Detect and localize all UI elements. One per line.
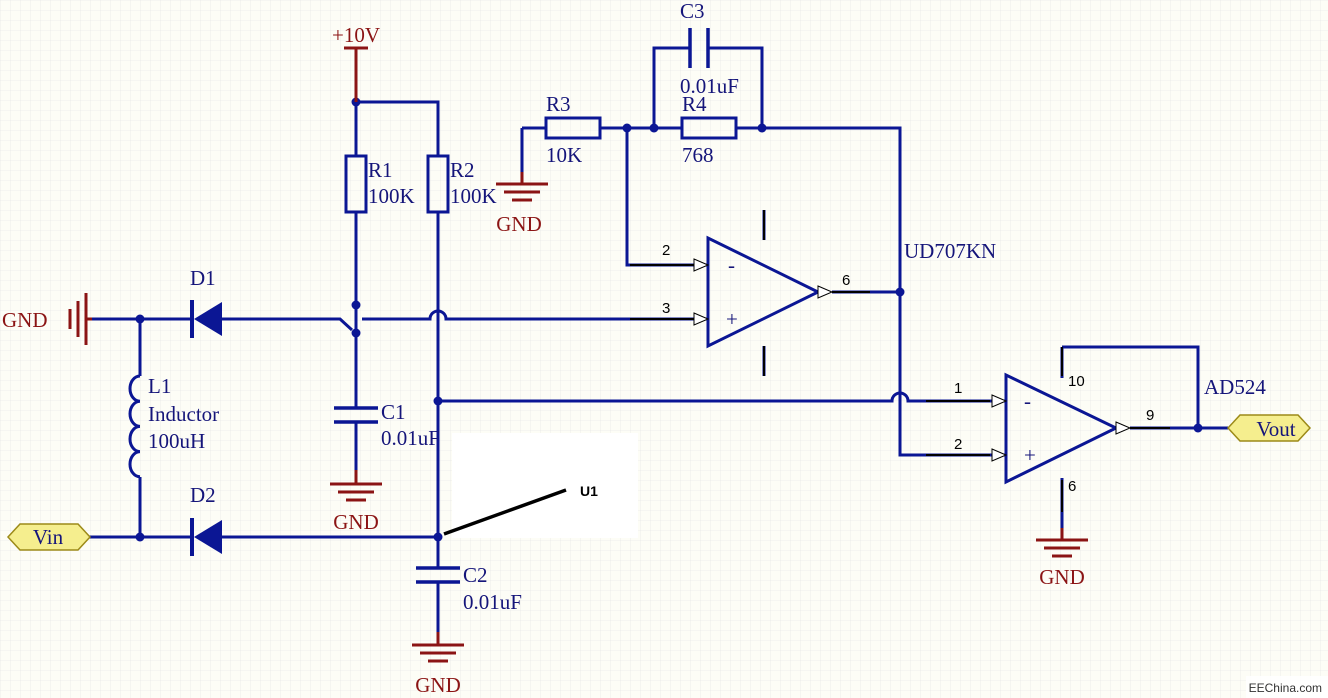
opamp1-pin-noninv: 3 xyxy=(662,300,670,317)
l1-type: Inductor xyxy=(148,402,219,426)
gnd-symbol-left xyxy=(68,293,92,345)
gnd-label-c2: GND xyxy=(415,673,461,697)
junction xyxy=(433,532,443,542)
capacitor-c3 xyxy=(688,28,710,68)
junction xyxy=(433,396,443,406)
r1-value: 100K xyxy=(368,184,415,208)
wire-opamp2-fb xyxy=(1062,345,1200,428)
junctions xyxy=(135,97,1203,542)
d2-ref: D2 xyxy=(190,483,216,507)
opamp2-pin-inv: 1 xyxy=(954,380,962,397)
inductor-l1 xyxy=(128,374,141,479)
vin-label: Vin xyxy=(33,525,64,549)
opamp2-pin-bottom: 6 xyxy=(1068,478,1076,495)
opamp2-plus-sign: + xyxy=(1024,443,1036,467)
r4-value: 768 xyxy=(682,143,714,167)
port-vin: Vin xyxy=(6,523,92,551)
junction xyxy=(351,328,361,338)
c1-ref: C1 xyxy=(381,400,406,424)
r1-ref: R1 xyxy=(368,158,393,182)
junction xyxy=(135,532,145,542)
opamp1-minus-sign: - xyxy=(728,253,735,277)
gnd-label-ad524: GND xyxy=(1039,565,1085,589)
pin-stubs xyxy=(630,210,1170,512)
junction xyxy=(1193,423,1203,433)
resistor-r3 xyxy=(544,116,602,140)
diode-d2 xyxy=(190,518,222,556)
wire-c3-right xyxy=(708,46,764,128)
c1-value: 0.01uF xyxy=(381,426,440,450)
d1-ref: D1 xyxy=(190,266,216,290)
c2-ref: C2 xyxy=(463,563,488,587)
gnd-label-left: GND xyxy=(2,308,48,332)
r2-value: 100K xyxy=(450,184,497,208)
gnd-label-r3: GND xyxy=(496,212,542,236)
capacitor-c1 xyxy=(334,406,378,424)
u1-ref: U1 xyxy=(580,483,598,499)
c3-ref: C3 xyxy=(680,0,705,23)
resistor-r1 xyxy=(344,154,368,214)
vout-label: Vout xyxy=(1256,417,1295,441)
opamp-ud707kn xyxy=(693,235,834,349)
u1-line xyxy=(443,488,567,536)
wire-d1-junction xyxy=(222,317,354,332)
c2-value: 0.01uF xyxy=(463,590,522,614)
diode-d1 xyxy=(190,300,222,338)
opamp2-pin-top: 10 xyxy=(1068,373,1085,390)
capacitors xyxy=(334,28,710,584)
opamp2-pin-out: 9 xyxy=(1146,407,1154,424)
junction xyxy=(622,123,632,133)
opamp1-pin-out: 6 xyxy=(842,272,850,289)
opamp2-name: AD524 xyxy=(1204,375,1266,399)
r4-ref: R4 xyxy=(682,92,707,116)
capacitor-c2 xyxy=(416,566,460,584)
r3-ref: R3 xyxy=(546,92,571,116)
junction xyxy=(649,123,659,133)
resistor-r2 xyxy=(426,154,450,214)
opamp-ad524 xyxy=(991,372,1132,485)
resistor-r4 xyxy=(680,116,738,140)
vcc-label: +10V xyxy=(332,23,380,47)
opamp2-minus-sign: - xyxy=(1024,389,1031,413)
junction xyxy=(135,314,145,324)
wire-c3-left xyxy=(652,46,690,128)
opamp2-pin-noninv: 2 xyxy=(954,436,962,453)
r3-value: 10K xyxy=(546,143,582,167)
l1-ref: L1 xyxy=(148,374,171,398)
junction xyxy=(757,123,767,133)
opamp1-pin-inv: 2 xyxy=(662,242,670,259)
c3-value: 0.01uF xyxy=(680,74,739,98)
opamp1-name: UD707KN xyxy=(904,239,996,263)
r2-ref: R2 xyxy=(450,158,475,182)
resistors xyxy=(344,116,738,214)
power-stems xyxy=(354,48,1064,645)
wire-opamp2-minus xyxy=(438,391,1006,403)
l1-value: 100uH xyxy=(148,429,205,453)
watermark-bg xyxy=(1246,676,1328,698)
junction xyxy=(351,300,361,310)
junction xyxy=(895,287,905,297)
opamp1-plus-sign: + xyxy=(726,307,738,331)
gnd-label-c1: GND xyxy=(333,510,379,534)
watermark-text: EEChina.com xyxy=(1249,681,1322,695)
port-vout: Vout xyxy=(1226,414,1312,442)
